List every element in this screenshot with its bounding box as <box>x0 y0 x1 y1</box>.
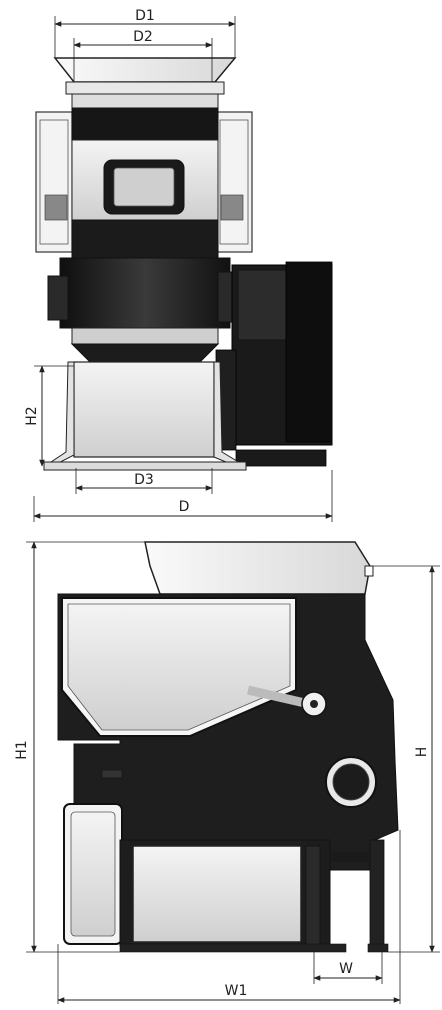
front-chute <box>70 343 220 363</box>
front-body <box>71 107 219 141</box>
front-dimensions: D1 D2 H2 D3 D <box>24 8 333 522</box>
front-hopper-rim <box>65 81 225 95</box>
dim-label-d1: D1 <box>135 8 155 24</box>
dim-label-h: H <box>414 747 430 758</box>
front-right-frame <box>215 111 253 253</box>
side-hopper <box>144 541 371 595</box>
side-view <box>57 541 399 953</box>
dim-label-h1: H1 <box>14 740 30 759</box>
dim-label-w1: W1 <box>225 983 248 999</box>
front-left-frame <box>35 111 73 253</box>
side-dimensions: H1 H W W1 <box>14 541 440 1004</box>
front-base <box>73 361 215 458</box>
dim-label-w: W <box>339 961 353 977</box>
front-rotor-drum <box>59 257 231 329</box>
side-base-window <box>132 845 302 943</box>
front-view <box>35 57 333 471</box>
front-hopper <box>53 57 237 83</box>
dim-label-h2: H2 <box>24 406 40 425</box>
dim-label-d: D <box>179 499 190 515</box>
dim-label-d2: D2 <box>133 29 153 45</box>
dim-label-d3: D3 <box>134 472 154 488</box>
